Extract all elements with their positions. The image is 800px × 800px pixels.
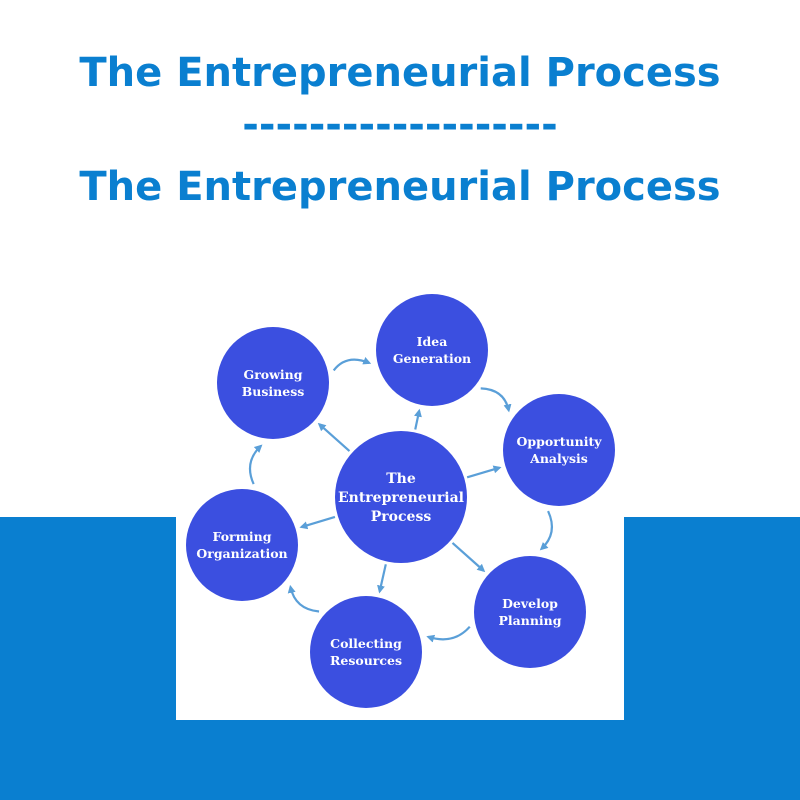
radial-arrow [451,542,486,573]
cycle-arrow [480,387,512,413]
center-node-circle [335,431,467,563]
radial-arrow [377,564,387,594]
node-opportunity-analysis-label-line: Opportunity [516,434,602,449]
node-opportunity-analysis-circle [503,394,615,506]
cycle-arrow [426,625,471,643]
node-collecting-resources-label-line: Collecting [330,636,402,651]
node-forming-organization-label-line: Organization [196,546,287,561]
node-forming-organization-label-line: Forming [213,529,272,544]
node-develop-planning-circle [474,556,586,668]
center-node-label-line: Entrepreneurial [338,490,464,506]
cycle-arrow [287,584,320,613]
node-idea-generation-label-line: Generation [393,351,471,366]
node-idea-generation-label-line: Idea [417,334,448,349]
cycle-arrow [332,357,372,372]
cycle-arrow [248,444,263,485]
node-growing-business-label-line: Business [242,384,305,399]
center-node-label-line: The [386,471,416,487]
node-collecting-resources-circle [310,596,422,708]
cycle-arrow [539,510,554,551]
node-growing-business-label-line: Growing [244,367,303,382]
node-collecting-resources-label-line: Resources [330,653,402,668]
radial-arrow [466,465,502,479]
radial-arrow [317,422,351,452]
node-develop-planning-label-line: Planning [498,613,561,628]
radial-arrow [299,515,336,530]
radial-arrow [414,408,422,430]
center-node-label-line: Process [371,509,432,525]
title-line-1: The Entrepreneurial Process [79,50,721,96]
node-opportunity-analysis-label-line: Analysis [529,451,588,466]
title-line-2: The Entrepreneurial Process [79,164,721,210]
title-separator: ------------------- [242,102,558,148]
node-forming-organization-circle [186,489,298,601]
node-develop-planning-label-line: Develop [502,596,558,611]
node-growing-business-circle [217,327,329,439]
node-idea-generation-circle [376,294,488,406]
